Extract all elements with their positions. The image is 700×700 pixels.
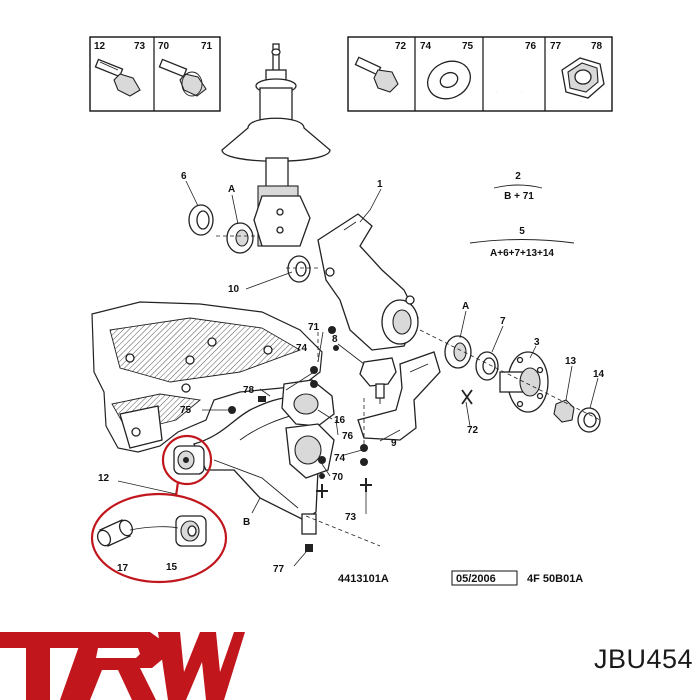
box-label-77: 77 xyxy=(550,41,562,52)
ring-7-icon xyxy=(475,351,499,381)
fastener-box-right: 72 74 75 76 77 78 xyxy=(347,36,613,112)
callout-10: 10 xyxy=(228,284,240,295)
callout-1: 1 xyxy=(377,179,383,190)
bearing-a-right-icon xyxy=(444,335,472,369)
callout-76: 76 xyxy=(342,431,354,442)
center-lines xyxy=(216,235,601,547)
box-label-71: 71 xyxy=(201,41,213,52)
front-bush-15-fitted xyxy=(173,445,205,475)
box-label-72: 72 xyxy=(395,41,407,52)
callout-14: 14 xyxy=(593,369,605,380)
formula-2-denominator: B + 71 xyxy=(504,191,534,202)
part-number: JBU454 xyxy=(593,644,693,674)
box-label-70: 70 xyxy=(158,41,170,52)
footer-code: 4F 50B01A xyxy=(527,573,583,585)
callout-12: 12 xyxy=(98,473,110,484)
highlight-circle xyxy=(90,492,228,584)
callout-72: 72 xyxy=(467,425,479,436)
trw-logo-mark xyxy=(0,632,245,700)
box-label-75: 75 xyxy=(462,41,474,52)
callout-17: 17 xyxy=(117,563,129,574)
nut-78-icon xyxy=(561,57,605,99)
callout-77: 77 xyxy=(273,564,285,575)
formula-5-numerator: 5 xyxy=(519,226,525,237)
callout-3: 3 xyxy=(534,337,540,348)
leader-lines xyxy=(117,180,599,567)
callout-74-upper: 74 xyxy=(296,343,308,354)
ball-stud-77 xyxy=(301,513,317,552)
bolt-70-icon xyxy=(158,58,207,97)
bolt-box-left: 12 73 70 71 xyxy=(89,36,221,112)
bearing-a-icon xyxy=(226,222,254,254)
fastener-marks xyxy=(228,326,473,498)
cap-14-icon xyxy=(577,407,601,433)
callout-6: 6 xyxy=(181,171,187,182)
bolt-12-icon xyxy=(94,58,141,97)
formula-2: 2 B + 71 xyxy=(493,171,543,202)
box-label-73: 73 xyxy=(134,41,146,52)
box-label-76: 76 xyxy=(525,41,537,52)
washer-75-icon xyxy=(427,60,471,100)
formula-5: 5 A+6+7+13+14 xyxy=(469,226,575,259)
callout-71: 71 xyxy=(308,322,320,333)
strut-assembly xyxy=(221,43,331,247)
bolt-72-icon xyxy=(354,56,399,93)
callout-78: 78 xyxy=(243,385,255,396)
highlight-circle-small xyxy=(161,434,213,486)
bush-15-icon xyxy=(175,515,207,547)
formula-2-numerator: 2 xyxy=(515,171,521,182)
callout-70: 70 xyxy=(332,472,344,483)
diagram-footer: 4413101A 05/2006 4F 50B01A xyxy=(338,570,583,586)
box-label-78: 78 xyxy=(591,41,603,52)
steering-knuckle xyxy=(317,213,419,351)
nut-13-icon xyxy=(553,399,575,423)
seal-6-icon xyxy=(188,204,214,236)
formula-5-denominator: A+6+7+13+14 xyxy=(490,248,554,259)
box-label-12: 12 xyxy=(94,41,106,52)
callout-16: 16 xyxy=(334,415,346,426)
hub-3-icon xyxy=(499,351,549,413)
callout-labels: 1 3 6 7 8 9 10 12 13 14 15 16 17 A A B 7… xyxy=(98,171,605,575)
sleeve-17-icon xyxy=(96,519,134,547)
subframe xyxy=(91,301,323,453)
callout-74-lower: 74 xyxy=(334,453,346,464)
ball-joint-8 xyxy=(359,357,397,404)
box-label-74: 74 xyxy=(420,41,432,52)
callout-a-right: A xyxy=(462,301,469,312)
callout-9: 9 xyxy=(391,438,397,449)
trw-logo xyxy=(0,632,245,700)
callout-15: 15 xyxy=(166,562,178,573)
callout-a-top: A xyxy=(228,184,235,195)
rear-bush-16 xyxy=(281,379,335,479)
callout-7: 7 xyxy=(500,316,506,327)
footer-ref: 4413101A xyxy=(338,573,389,585)
callout-13: 13 xyxy=(565,356,577,367)
callout-73: 73 xyxy=(345,512,357,523)
footer-date: 05/2006 xyxy=(456,573,496,585)
spring-washer-76-icon xyxy=(488,58,532,93)
callout-75: 75 xyxy=(180,405,192,416)
callout-b: B xyxy=(243,517,250,528)
bracket-9 xyxy=(357,351,441,441)
callout-8: 8 xyxy=(332,334,338,345)
seal-10-icon xyxy=(287,255,311,283)
